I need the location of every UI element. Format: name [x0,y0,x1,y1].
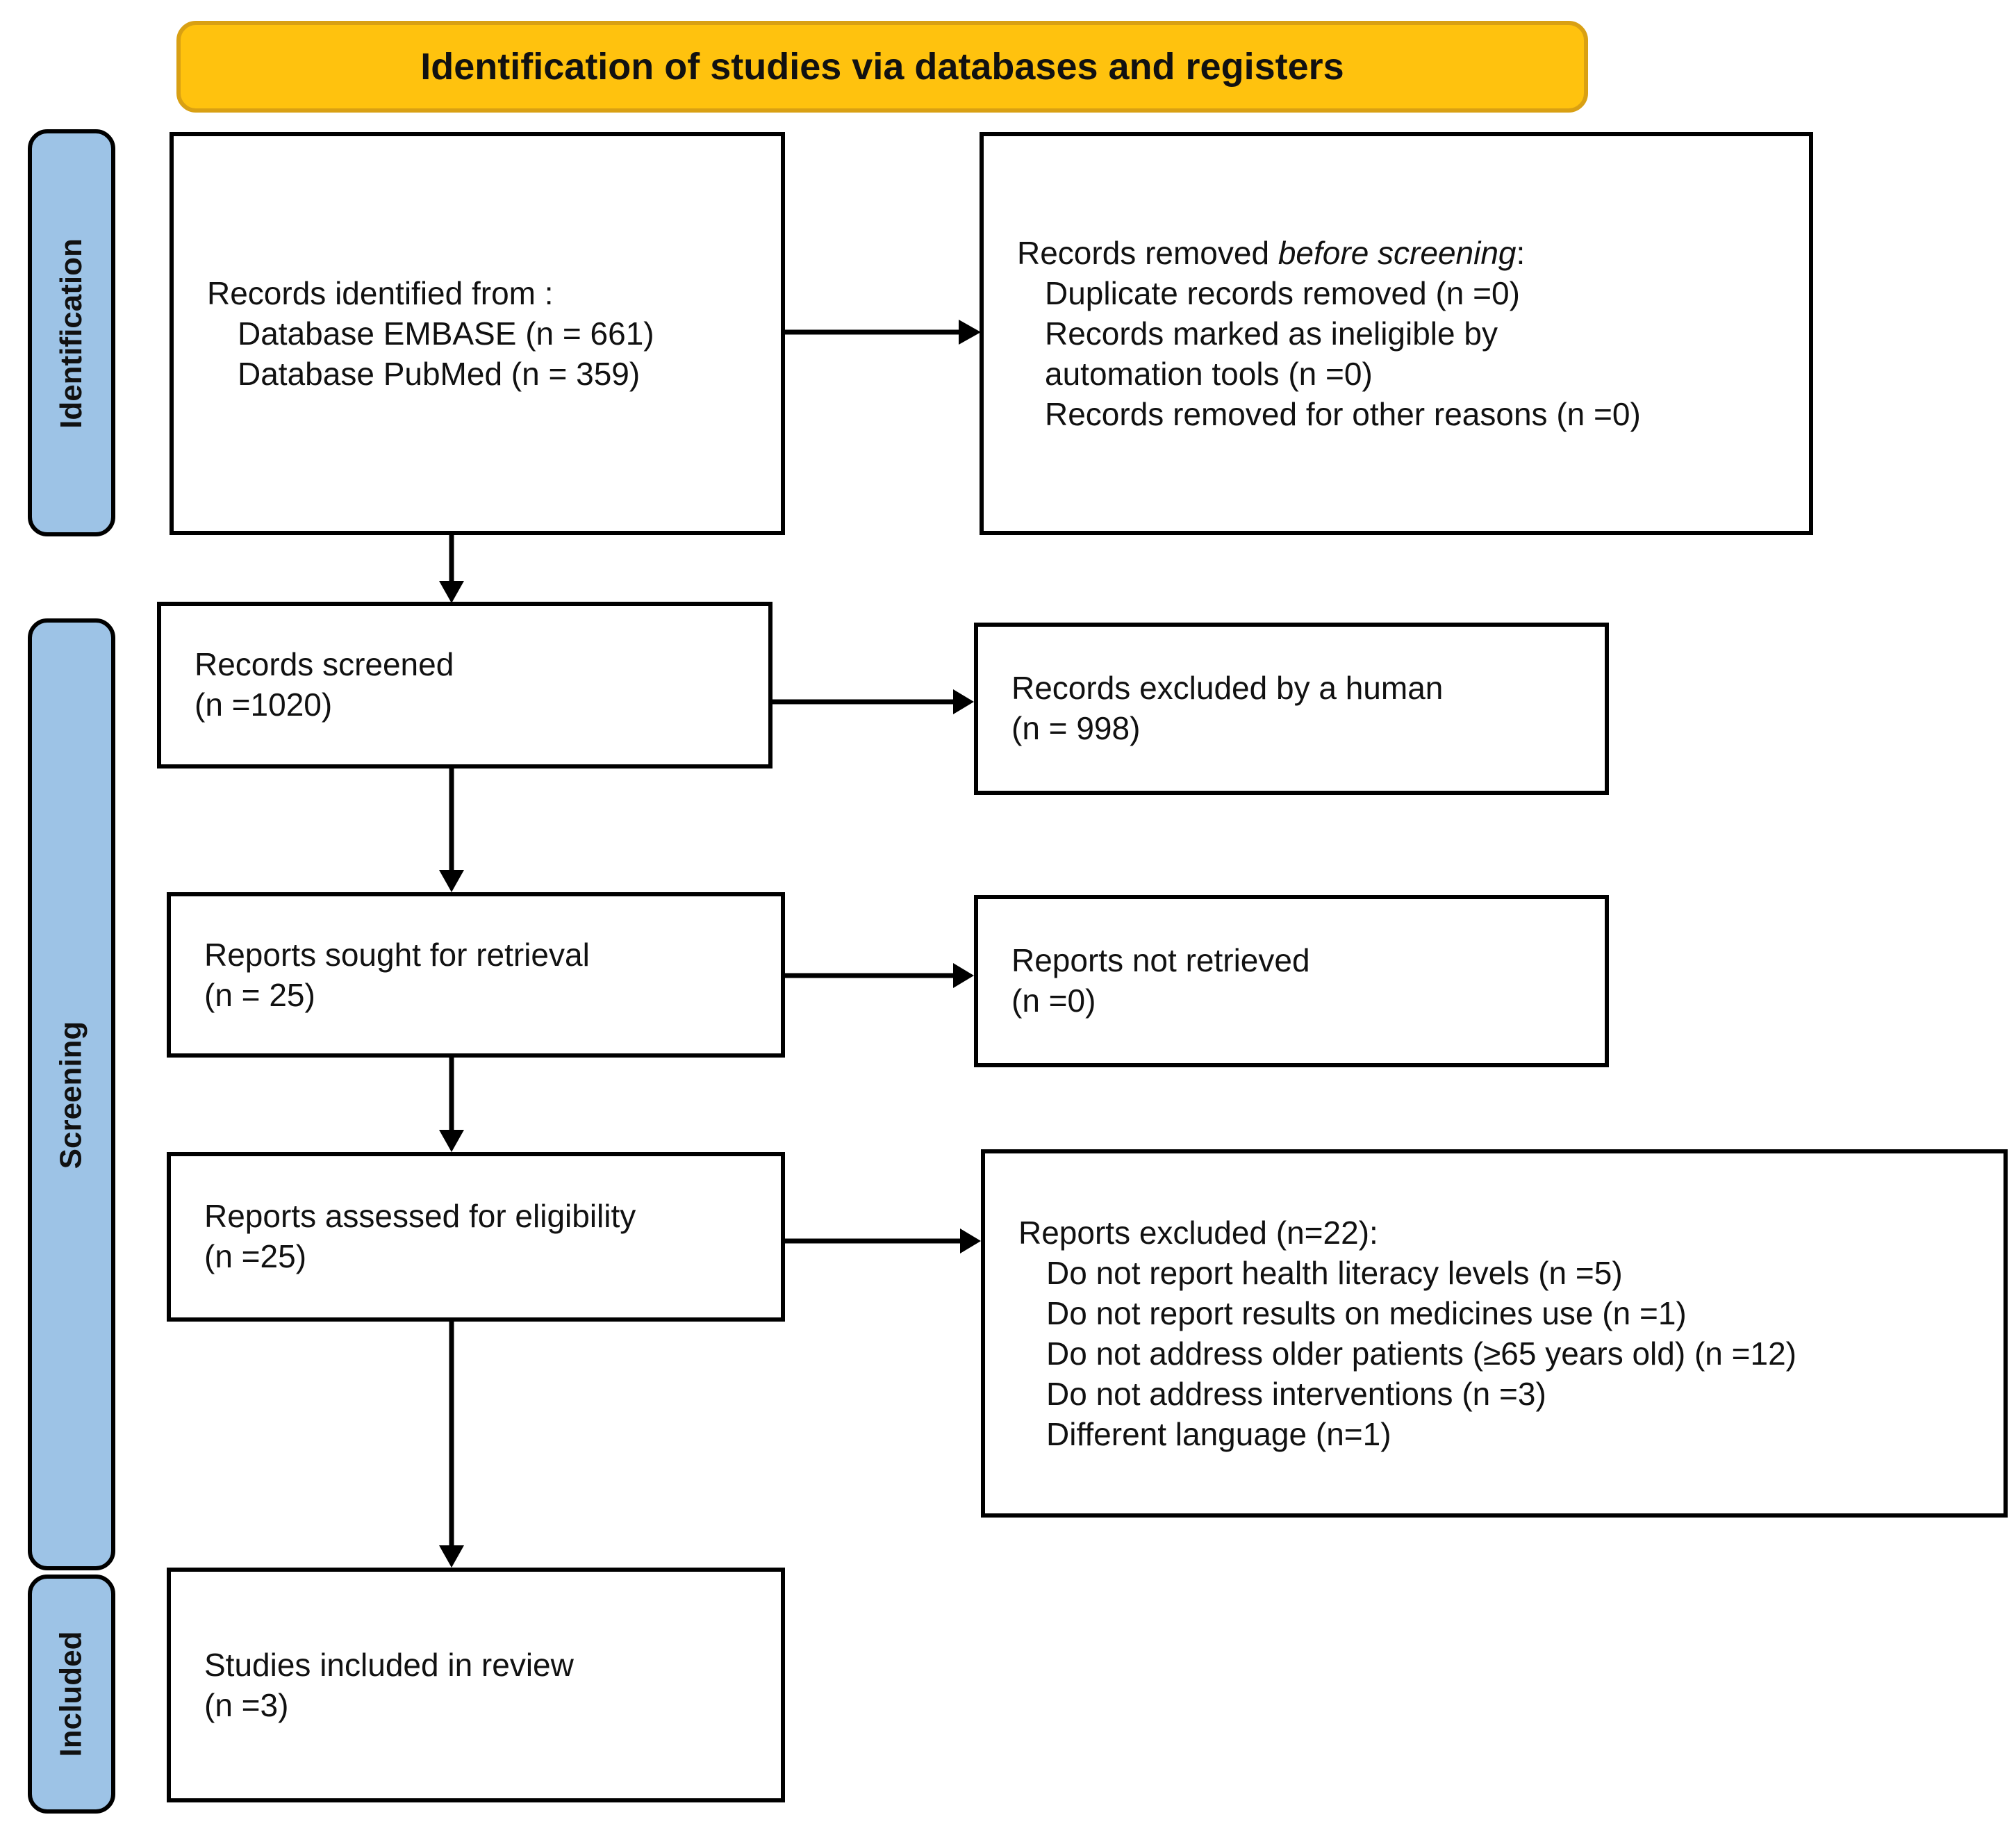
reports-assessed-count: (n =25) [204,1238,307,1274]
records-removed-item: Duplicate records removed (n =0) [1045,274,1520,311]
reports-excluded-reason: Do not report health literacy levels (n … [1046,1254,1623,1290]
title-banner: Identification of studies via databases … [176,21,1588,113]
arrow-identified-to-removed [785,320,981,345]
records-excluded-label: Records excluded by a human [1011,670,1444,706]
records-removed-heading-prefix: Records removed [1017,234,1278,270]
arrow-assessed-to-included [439,1322,464,1568]
records-removed-heading-italic: before screening [1278,234,1517,270]
records-identified-item: Database PubMed (n = 359) [238,355,641,391]
sidebar-label-included: Included [53,1631,89,1757]
records-removed-item: Records removed for other reasons (n =0) [1045,395,1641,431]
records-identified-heading: Records identified from : [207,274,554,311]
reports-excluded-heading: Reports excluded (n=22): [1018,1214,1378,1250]
studies-included-label: Studies included in review [204,1646,574,1682]
reports-not-retrieved-count: (n =0) [1011,983,1096,1019]
records-excluded-count: (n = 998) [1011,710,1141,746]
records-removed-heading: Records removed before screening: [1017,233,1798,273]
records-removed-item: Records marked as ineligible by automati… [1045,315,1498,391]
box-reports-not-retrieved: Reports not retrieved (n =0) [974,895,1609,1067]
arrow-identified-to-screened [439,535,464,603]
arrow-assessed-to-excluded-reasons [785,1228,981,1253]
arrow-sought-to-assessed [439,1058,464,1152]
sidebar-label-screening: Screening [53,1020,88,1169]
box-records-identified: Records identified from : Database EMBAS… [170,132,785,535]
records-screened-count: (n =1020) [195,687,333,723]
sidebar-stage-included: Included [28,1575,115,1814]
box-records-removed-before-screening: Records removed before screening: Duplic… [980,132,1813,535]
box-records-excluded-by-human: Records excluded by a human (n = 998) [974,623,1609,795]
reports-excluded-reason: Do not address interventions (n =3) [1046,1375,1546,1411]
records-identified-item: Database EMBASE (n = 661) [238,315,654,351]
box-reports-excluded-reasons: Reports excluded (n=22): Do not report h… [981,1149,2008,1518]
box-studies-included-in-review: Studies included in review (n =3) [167,1568,785,1802]
box-reports-assessed-for-eligibility: Reports assessed for eligibility (n =25) [167,1152,785,1322]
title-text: Identification of studies via databases … [420,45,1344,87]
sidebar-label-identification: Identification [53,238,89,428]
arrow-sought-to-not-retrieved [785,963,974,988]
reports-sought-label: Reports sought for retrieval [204,936,590,972]
box-records-screened: Records screened (n =1020) [157,602,772,768]
reports-excluded-reason: Do not report results on medicines use (… [1046,1294,1687,1331]
box-reports-sought-for-retrieval: Reports sought for retrieval (n = 25) [167,892,785,1058]
arrow-screened-to-sought [439,768,464,892]
records-removed-heading-suffix: : [1516,234,1526,270]
sidebar-stage-identification: Identification [28,129,115,536]
reports-not-retrieved-label: Reports not retrieved [1011,942,1310,978]
reports-assessed-label: Reports assessed for eligibility [204,1198,636,1234]
arrow-screened-to-excluded [772,689,974,714]
reports-sought-count: (n = 25) [204,976,315,1012]
reports-excluded-reason: Different language (n=1) [1046,1415,1391,1452]
reports-excluded-reason: Do not address older patients (≥65 years… [1046,1335,1796,1371]
sidebar-stage-screening: Screening [28,618,115,1570]
records-screened-label: Records screened [195,646,454,682]
studies-included-count: (n =3) [204,1686,289,1723]
